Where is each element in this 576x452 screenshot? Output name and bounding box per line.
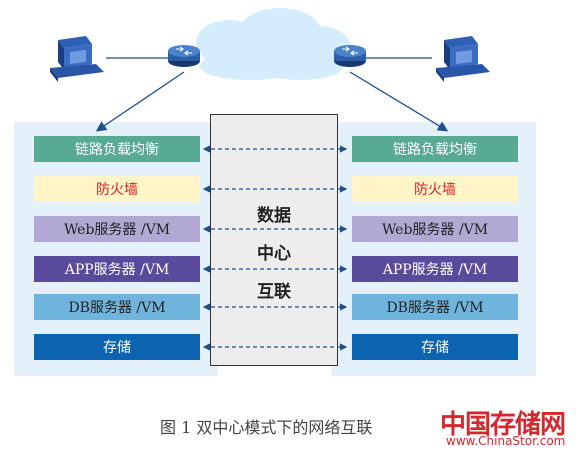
center-label-3: 互联	[257, 282, 291, 302]
right-datacenter-panel	[332, 122, 536, 376]
center-label-2: 中心	[257, 244, 291, 264]
watermark-url: www.ChinaStor.com	[446, 434, 566, 448]
datacenter-interconnect-box: 数据 中心 互联	[210, 114, 338, 366]
left-bar-app-server: APP服务器 /VM	[34, 256, 200, 282]
left-bar-storage: 存储	[34, 334, 200, 360]
router-icon	[334, 45, 366, 67]
interconnect-lines	[202, 145, 348, 351]
left-bar-web-server: Web服务器 /VM	[34, 216, 200, 242]
left-bar-load-balance: 链路负载均衡	[34, 136, 200, 162]
right-bar-web-server: Web服务器 /VM	[352, 216, 518, 242]
left-datacenter-panel	[14, 122, 218, 376]
router-icon	[168, 45, 200, 67]
right-bar-load-balance: 链路负载均衡	[352, 136, 518, 162]
right-bar-firewall: 防火墙	[352, 176, 518, 202]
figure-caption: 图 1 双中心模式下的网络互联	[160, 418, 373, 437]
watermark-logo: 中国存储网	[440, 410, 566, 440]
right-bar-db-server: DB服务器 /VM	[352, 294, 518, 320]
computer-icon	[50, 36, 104, 82]
left-bar-db-server: DB服务器 /VM	[34, 294, 200, 320]
center-label-1: 数据	[257, 206, 291, 226]
computer-icon	[436, 36, 490, 82]
cloud-icon	[196, 8, 350, 80]
right-bar-storage: 存储	[352, 334, 518, 360]
right-bar-app-server: APP服务器 /VM	[352, 256, 518, 282]
left-bar-firewall: 防火墙	[34, 176, 200, 202]
